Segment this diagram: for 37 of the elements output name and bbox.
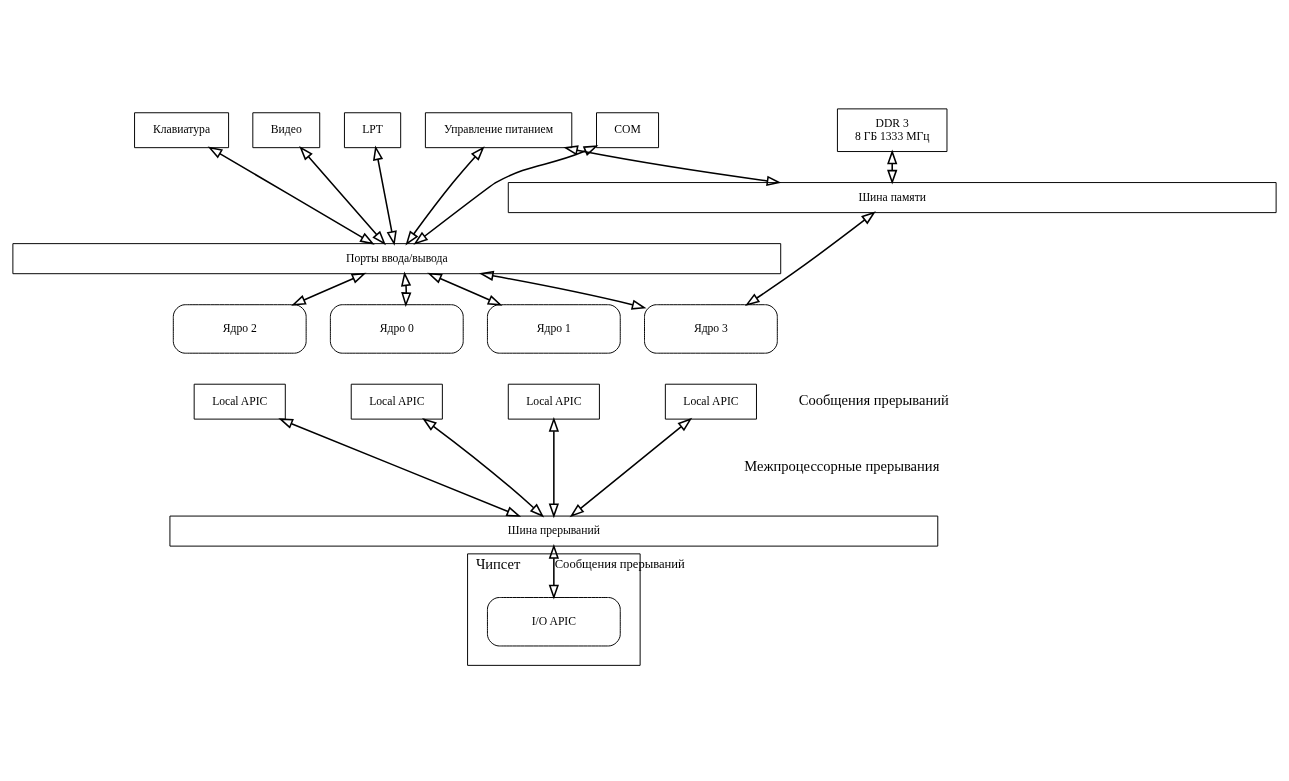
arrow [563,144,782,186]
node-box: DDR 3 8 ГБ 1333 МГц [836,107,948,152]
arrow [373,144,397,246]
arrow [400,270,412,307]
node-box: Local APIC [664,383,757,420]
arrow [207,146,375,245]
label: Межпроцессорные прерывания [744,457,940,474]
node-box: Порты ввода/вывода [12,242,782,274]
arrow [548,416,559,518]
node-box: COM [596,111,660,148]
node-box: Ядро 3 [644,303,778,354]
node-box: I/O APIC [486,596,621,646]
arrow [413,144,599,245]
arrow [299,145,386,245]
arrow [291,272,367,306]
arrow [569,417,693,517]
node-box: Ядро 1 [486,303,621,354]
label: Сообщения прерываний [798,391,949,408]
node-box: Шина прерываний [169,515,939,547]
arrow [278,417,522,517]
node-box: Управление питанием [424,111,573,148]
arrow [427,272,503,306]
arrow [478,270,647,310]
node-box: LPT [343,111,402,148]
node-box: Видео [252,111,321,148]
arrow [744,210,876,306]
arrow [887,149,898,185]
arrow [422,417,545,517]
arrow [405,145,485,245]
node-box: Клавиатура [134,111,230,148]
node-box: Ядро 2 [172,303,307,354]
node-box: Local APIC [507,383,600,420]
node-box: Local APIC [350,383,443,420]
node-box: Local APIC [193,383,286,420]
node-box: Шина памяти [507,181,1277,213]
arrow [548,543,559,600]
node-box: Ядро 0 [329,303,464,354]
